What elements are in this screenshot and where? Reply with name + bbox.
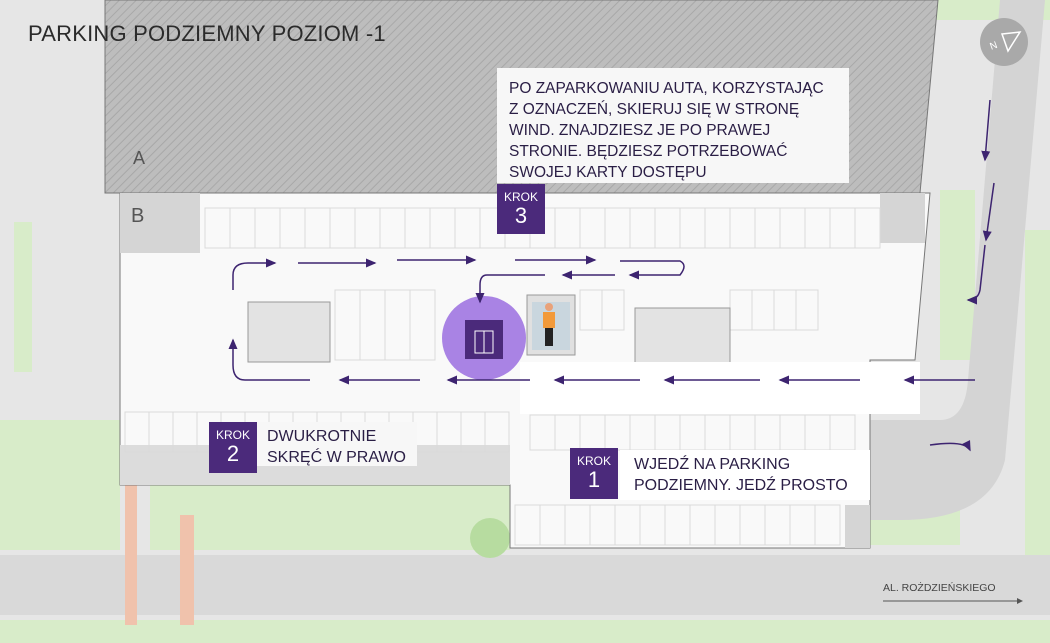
access-road [860, 0, 1045, 520]
building-b-label: B [131, 205, 145, 227]
core-block [845, 505, 870, 548]
page-title: PARKING PODZIEMNY POZIOM -1 [28, 21, 386, 46]
parking-space [484, 411, 510, 453]
building-a-label: A [133, 148, 146, 168]
step-label: KROK [215, 428, 250, 442]
step-1-badge: KROK 1 [570, 448, 618, 499]
note-line: PO ZAPARKOWANIU AUTA, KORZYSTAJĄC [509, 80, 824, 97]
step-number: 1 [587, 467, 601, 492]
step-label: KROK [576, 454, 611, 468]
note-line: WIND. ZNAJDZIESZ JE PO PRAWEJ [509, 122, 771, 139]
note-line: Z OZNACZEŃ, SKIERUJ SIĘ W STRONĘ [509, 101, 800, 118]
note-line: SKRĘĆ W PRAWO [267, 449, 406, 466]
step-2-badge: KROK 2 [209, 422, 257, 473]
north-compass-icon: N [980, 18, 1028, 66]
parking-space [409, 289, 436, 361]
sidewalk-strip [180, 515, 194, 625]
sidewalk-strip [125, 485, 137, 625]
core-block [120, 193, 200, 253]
note-line: DWUKROTNIE [267, 428, 377, 445]
parking-space [854, 207, 881, 249]
stairwell-east [634, 307, 731, 364]
step-1-note: WJEDŹ NA PARKING PODZIEMNY. JEDŹ PROSTO [620, 450, 870, 500]
parking-space [814, 504, 841, 546]
step-number: 2 [226, 441, 240, 466]
driving-lane [520, 362, 920, 414]
step-2-note: DWUKROTNIE SKRĘĆ W PRAWO [257, 422, 417, 466]
note-line: PODZIEMNY. JEDŹ PROSTO [634, 477, 848, 494]
step-label: KROK [503, 190, 538, 204]
core-block [880, 193, 925, 243]
step-3-note: PO ZAPARKOWANIU AUTA, KORZYSTAJĄC Z OZNA… [497, 68, 849, 183]
route-arrows [228, 99, 995, 452]
street-direction-arrow [883, 598, 1023, 604]
street-road [0, 555, 1050, 615]
note-line: STRONIE. BĘDZIESZ POTRZEBOWAĆ [509, 143, 788, 160]
parking-space [601, 289, 625, 331]
tree [470, 518, 510, 558]
svg-text:N: N [988, 40, 999, 53]
step-3-badge: KROK 3 [497, 184, 545, 234]
step-number: 3 [514, 203, 528, 228]
parking-space [795, 289, 819, 331]
street-label: AL. ROŻDZIEŃSKIEGO [883, 582, 996, 594]
stairwell-west [247, 301, 331, 363]
elevator-person-illustration [526, 294, 576, 356]
note-line: WJEDŹ NA PARKING [634, 456, 791, 473]
note-line: SWOJEJ KARTY DOSTĘPU [509, 164, 707, 181]
